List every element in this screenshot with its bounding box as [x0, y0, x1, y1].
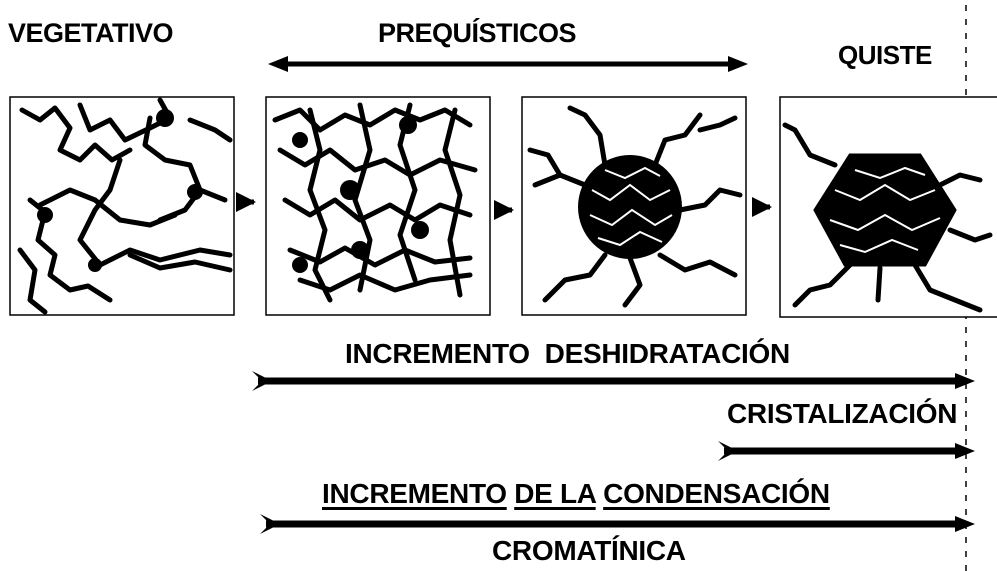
process-label-cristalizacion: CRISTALIZACIÓN — [727, 398, 958, 429]
prequistic-span-arrow — [268, 56, 748, 72]
process-label-cromatinica: CROMATÍNICA — [492, 535, 686, 566]
panel-prequistico-1 — [265, 96, 491, 316]
panel-vegetativo — [9, 96, 235, 316]
panel-quiste — [779, 96, 997, 318]
condensacion-word-incremento: INCREMENTO — [322, 478, 507, 509]
arrow-deshidratacion — [252, 371, 975, 391]
stage-label-quiste: QUISTE — [838, 40, 932, 70]
arrow-condensacion — [260, 514, 975, 534]
arrow-cristalizacion — [718, 441, 975, 461]
stage-label-vegetativo: VEGETATIVO — [8, 18, 174, 48]
panel-prequistico-2 — [521, 96, 747, 316]
condensacion-word-condensacion: CONDENSACIÓN — [603, 478, 830, 509]
process-label-condensacion: INCREMENTO DE LA CONDENSACIÓN — [322, 480, 830, 508]
process-label-deshidratacion: INCREMENTO DESHIDRATACIÓN — [345, 338, 790, 369]
stage-label-prequisticos: PREQUÍSTICOS — [378, 18, 577, 48]
condensacion-word-de-la: DE LA — [514, 478, 596, 509]
